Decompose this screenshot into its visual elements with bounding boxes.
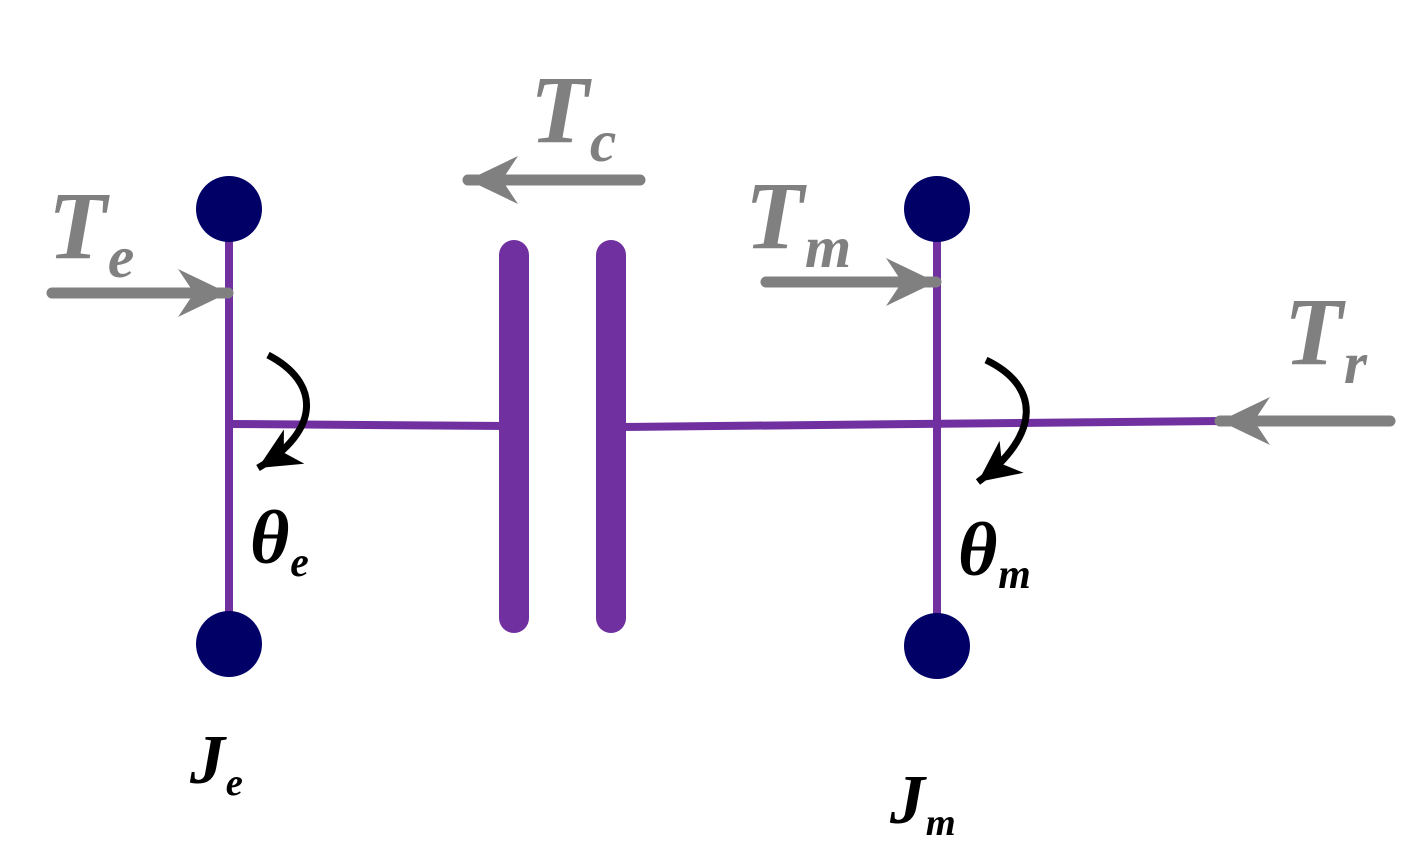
motor-inertia-node-bottom [904, 613, 970, 679]
engine-inertia-node-top [196, 176, 262, 242]
motor-rotation-arrow [975, 356, 1030, 485]
motor-inertia-label: Jm [890, 762, 956, 845]
motor-torque-label: Tm [745, 162, 852, 281]
engine-angle-label: θe [250, 496, 309, 587]
engine-shaft [228, 420, 509, 430]
motor-shaft [617, 417, 1223, 431]
motor-angle-label: θm [958, 508, 1031, 599]
engine-rotation-arrow [256, 351, 310, 472]
engine-torque-label: Te [48, 172, 135, 291]
engine-inertia-label: Je [190, 722, 243, 805]
motor-inertia-node-top [904, 176, 970, 242]
clutch-torque-label: Tc [530, 56, 617, 175]
engine-inertia-node-bottom [196, 611, 262, 677]
resist-torque-label: Tr [1284, 278, 1367, 397]
